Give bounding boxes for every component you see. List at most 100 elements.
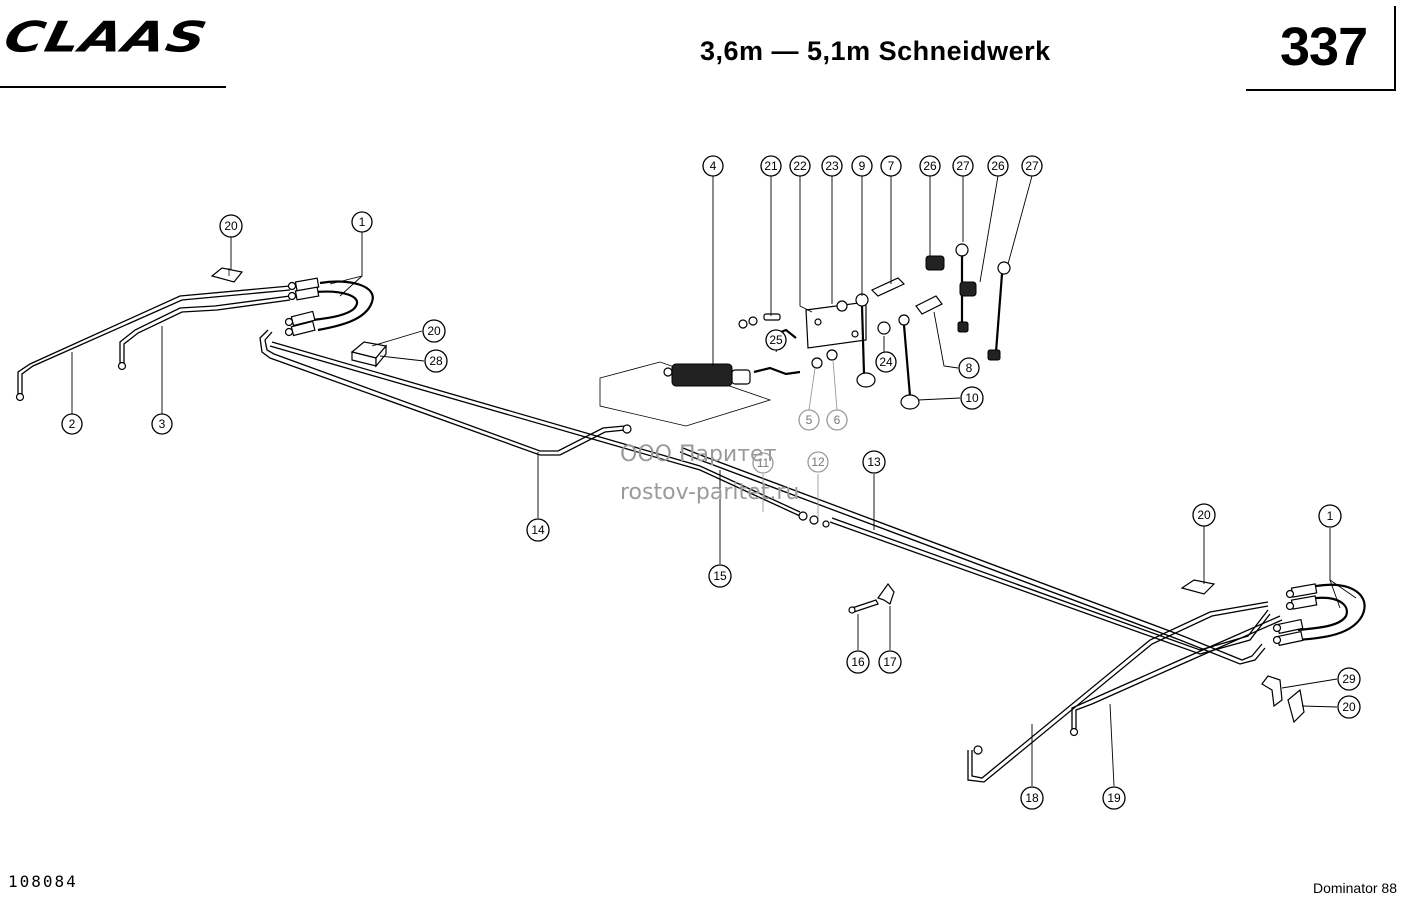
svg-text:20: 20 [224, 219, 238, 233]
link-10 [898, 314, 920, 410]
svg-text:21: 21 [764, 159, 778, 173]
svg-text:25: 25 [769, 333, 783, 347]
callout-9: 9 [851, 155, 873, 177]
svg-text:13: 13 [867, 455, 881, 469]
callout-29: 29 [1337, 667, 1361, 691]
callout-26-b: 26 [987, 155, 1009, 177]
svg-text:20: 20 [1342, 700, 1356, 714]
callout-3: 3 [151, 413, 173, 435]
hose-1-right [1272, 583, 1366, 647]
washers-5-6 [811, 349, 838, 369]
svg-text:20: 20 [427, 324, 441, 338]
document-number: 108084 [8, 872, 78, 891]
callout-21: 21 [760, 155, 782, 177]
pipe-3 [117, 295, 291, 371]
callout-28: 28 [424, 349, 448, 373]
page-number-rule-horizontal [1246, 89, 1396, 91]
svg-text:12: 12 [811, 455, 825, 469]
svg-text:1: 1 [359, 215, 366, 229]
callout-27-b: 27 [1021, 155, 1043, 177]
hose-1-left [284, 277, 374, 337]
svg-text:10: 10 [965, 391, 979, 405]
callout-15: 15 [708, 564, 732, 588]
svg-text:28: 28 [429, 354, 443, 368]
svg-text:26: 26 [991, 159, 1005, 173]
callout-18: 18 [1020, 786, 1044, 810]
fittings-26-27 [925, 243, 1011, 361]
svg-text:1: 1 [1327, 509, 1334, 523]
pipe-15 [269, 341, 808, 521]
callout-1-left: 1 [351, 211, 373, 233]
callout-10: 10 [960, 386, 984, 410]
callout-20-mid-left: 20 [422, 319, 446, 343]
callout-11: 11 [752, 452, 774, 474]
pipe-13 [679, 447, 1271, 665]
callout-27-a: 27 [952, 155, 974, 177]
callout-5: 5 [798, 409, 820, 431]
callout-7: 7 [880, 155, 902, 177]
callout-17: 17 [878, 650, 902, 674]
callout-22: 22 [789, 155, 811, 177]
svg-text:9: 9 [859, 159, 866, 173]
callout-8: 8 [958, 357, 980, 379]
callout-19: 19 [1102, 786, 1126, 810]
callouts: 1 2 3 4 5 6 7 8 9 10 11 12 13 14 15 16 1… [61, 155, 1361, 810]
plate-22 [805, 293, 891, 349]
callout-16: 16 [846, 650, 870, 674]
svg-text:2: 2 [69, 417, 76, 431]
callout-13: 13 [862, 450, 886, 474]
logo-underline [0, 86, 226, 88]
svg-text:19: 19 [1107, 791, 1121, 805]
callout-2: 2 [61, 413, 83, 435]
leader-lines [71, 175, 1357, 787]
fitting-8 [915, 295, 943, 315]
page-number-rule-vertical [1394, 6, 1396, 91]
svg-text:29: 29 [1342, 672, 1356, 686]
svg-text:22: 22 [793, 159, 807, 173]
svg-text:23: 23 [825, 159, 839, 173]
svg-text:5: 5 [806, 413, 813, 427]
callout-24: 24 [875, 351, 897, 373]
callout-12: 12 [807, 451, 829, 473]
callout-20-top-left: 20 [219, 214, 243, 238]
bolts-21 [738, 313, 781, 329]
page-number: 337 [1280, 17, 1368, 77]
callout-25: 25 [765, 329, 787, 351]
callout-14: 14 [526, 518, 550, 542]
svg-text:27: 27 [956, 159, 970, 173]
fitting-7 [870, 277, 906, 297]
svg-text:7: 7 [888, 159, 895, 173]
clamp-28 [350, 341, 388, 368]
callout-6: 6 [826, 409, 848, 431]
svg-text:8: 8 [966, 361, 973, 375]
bracket-20-right-bottom [1287, 688, 1305, 724]
callout-1-right: 1 [1318, 504, 1342, 528]
svg-text:20: 20 [1197, 508, 1211, 522]
machine-model: Dominator 88 [1312, 880, 1397, 896]
svg-text:24: 24 [879, 355, 893, 369]
svg-text:27: 27 [1025, 159, 1039, 173]
svg-text:17: 17 [883, 655, 897, 669]
bracket-29 [1261, 675, 1283, 708]
link-9 [856, 305, 876, 388]
parts-11-12 [809, 515, 830, 528]
bracket-20-top-left [210, 267, 244, 283]
svg-text:6: 6 [834, 413, 841, 427]
svg-text:18: 18 [1025, 791, 1039, 805]
svg-text:16: 16 [851, 655, 865, 669]
callout-26-a: 26 [919, 155, 941, 177]
callout-4: 4 [702, 155, 724, 177]
pipe-2 [15, 285, 291, 402]
pipe-19 [1069, 615, 1283, 737]
svg-text:4: 4 [710, 159, 717, 173]
callout-20-right-bottom: 20 [1337, 695, 1361, 719]
bracket-20-right-top [1180, 579, 1216, 595]
valve-block-4 [599, 361, 801, 427]
svg-text:26: 26 [923, 159, 937, 173]
watermark-company: ООО Паритет [620, 442, 777, 467]
bolt-16-clip-17 [848, 582, 895, 614]
pipe-18 [967, 601, 1269, 783]
svg-text:11: 11 [757, 456, 770, 470]
svg-text:3: 3 [159, 417, 166, 431]
